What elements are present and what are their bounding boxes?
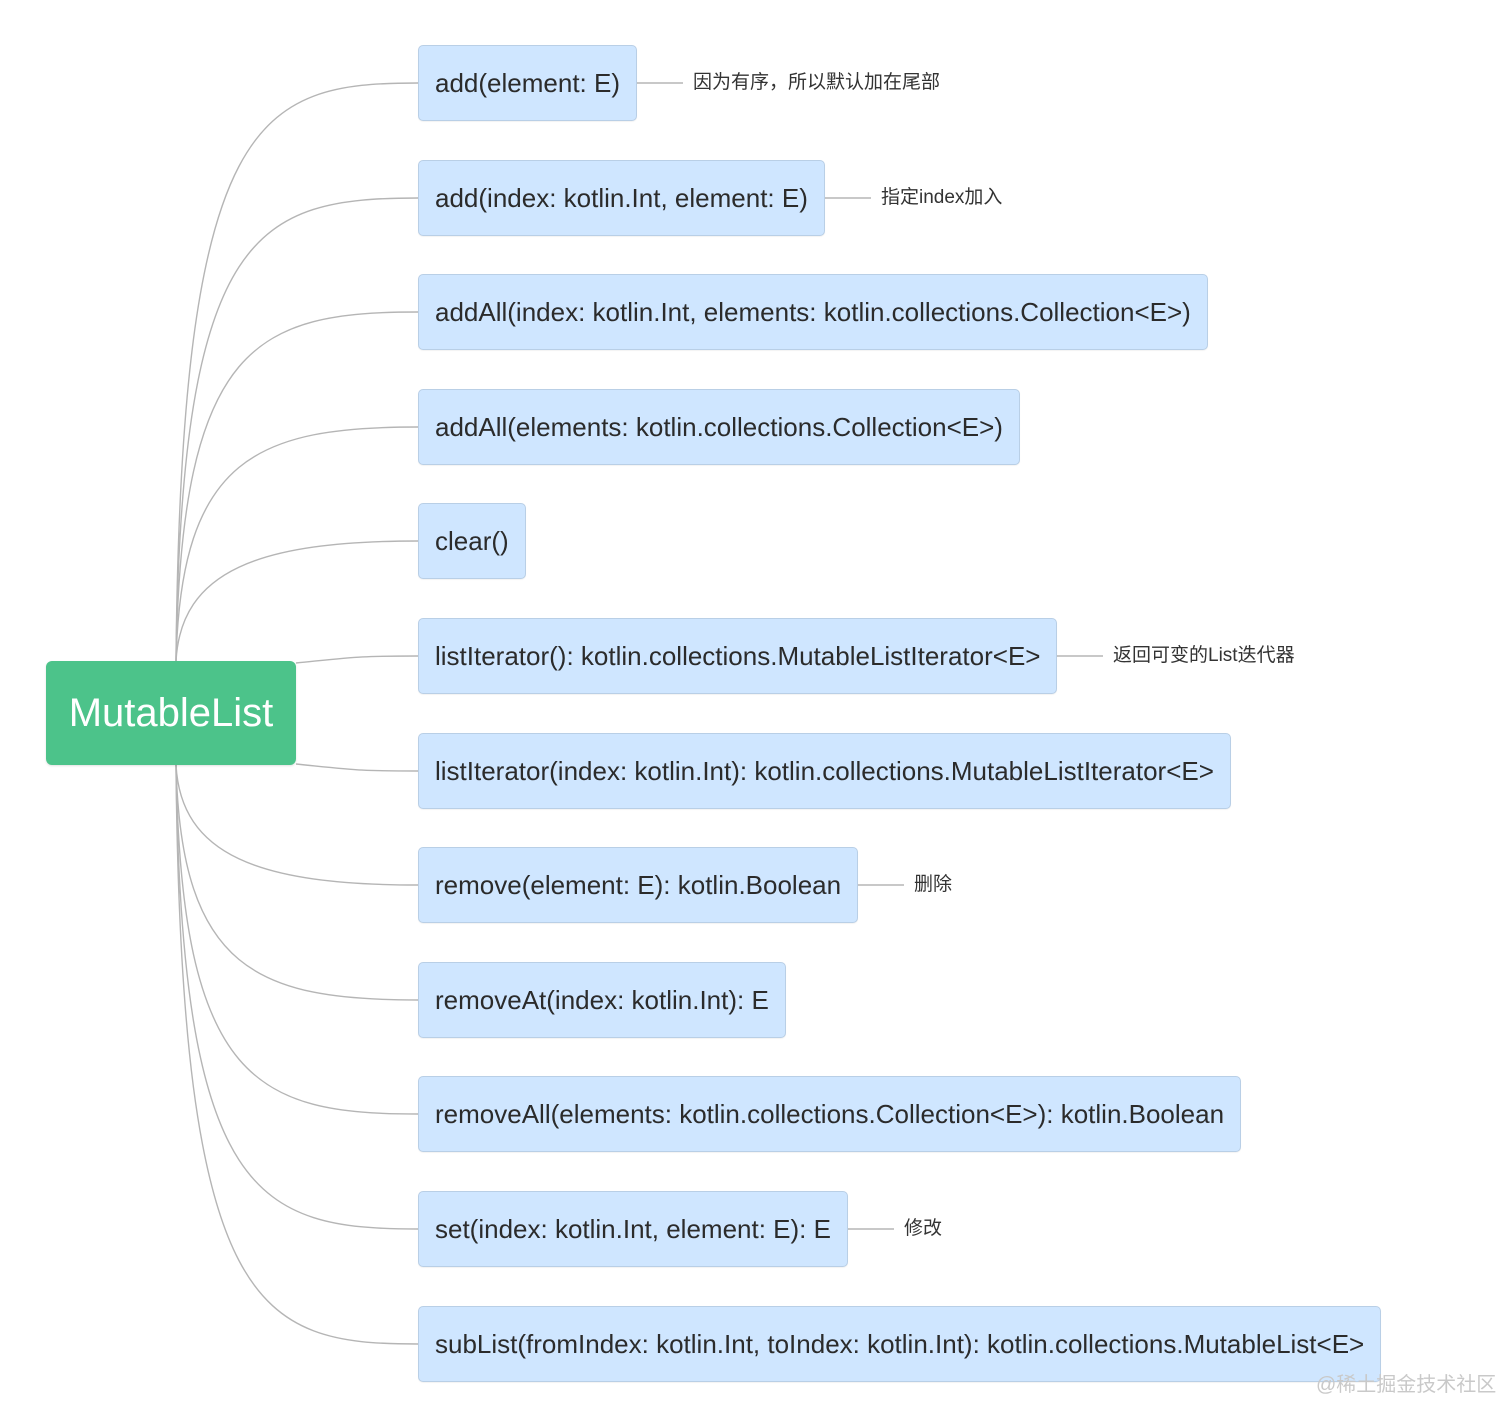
node-addall-elements[interactable]: addAll(elements: kotlin.collections.Coll…	[418, 389, 1020, 465]
connector-line	[175, 764, 419, 1001]
node-listiterator[interactable]: listIterator(): kotlin.collections.Mutab…	[418, 618, 1058, 694]
node-remove-element[interactable]: remove(element: E): kotlin.Boolean	[418, 847, 859, 923]
connector-line	[175, 426, 419, 662]
connector-line	[175, 82, 419, 662]
node-sublist[interactable]: subList(fromIndex: kotlin.Int, toIndex: …	[418, 1306, 1382, 1382]
node-removeall[interactable]: removeAll(elements: kotlin.collections.C…	[418, 1076, 1242, 1152]
node-clear[interactable]: clear()	[418, 503, 526, 579]
connector-line	[295, 655, 419, 664]
note-set: 修改	[904, 1218, 943, 1239]
root-node-mutablelist[interactable]: MutableList	[46, 661, 296, 765]
watermark: @稀土掘金技术社区	[1316, 1374, 1497, 1396]
node-add-element[interactable]: add(element: E)	[418, 45, 637, 121]
note-add-element: 因为有序，所以默认加在尾部	[693, 72, 941, 93]
connector-line	[175, 197, 419, 662]
node-listiterator-index[interactable]: listIterator(index: kotlin.Int): kotlin.…	[418, 733, 1231, 809]
node-removeat[interactable]: removeAt(index: kotlin.Int): E	[418, 962, 786, 1038]
connector-line	[175, 540, 419, 662]
note-listiterator: 返回可变的List迭代器	[1113, 645, 1295, 666]
connector-line	[175, 311, 419, 662]
note-add-index-element: 指定index加入	[881, 187, 1003, 208]
connector-line	[175, 764, 419, 886]
node-add-index-element[interactable]: add(index: kotlin.Int, element: E)	[418, 160, 825, 236]
connector-line	[295, 763, 419, 772]
connector-line	[175, 764, 419, 1230]
connector-line	[175, 764, 419, 1115]
node-addall-index-elements[interactable]: addAll(index: kotlin.Int, elements: kotl…	[418, 274, 1208, 350]
node-set[interactable]: set(index: kotlin.Int, element: E): E	[418, 1191, 848, 1267]
note-remove-element: 删除	[914, 874, 953, 895]
connector-line	[175, 764, 419, 1345]
